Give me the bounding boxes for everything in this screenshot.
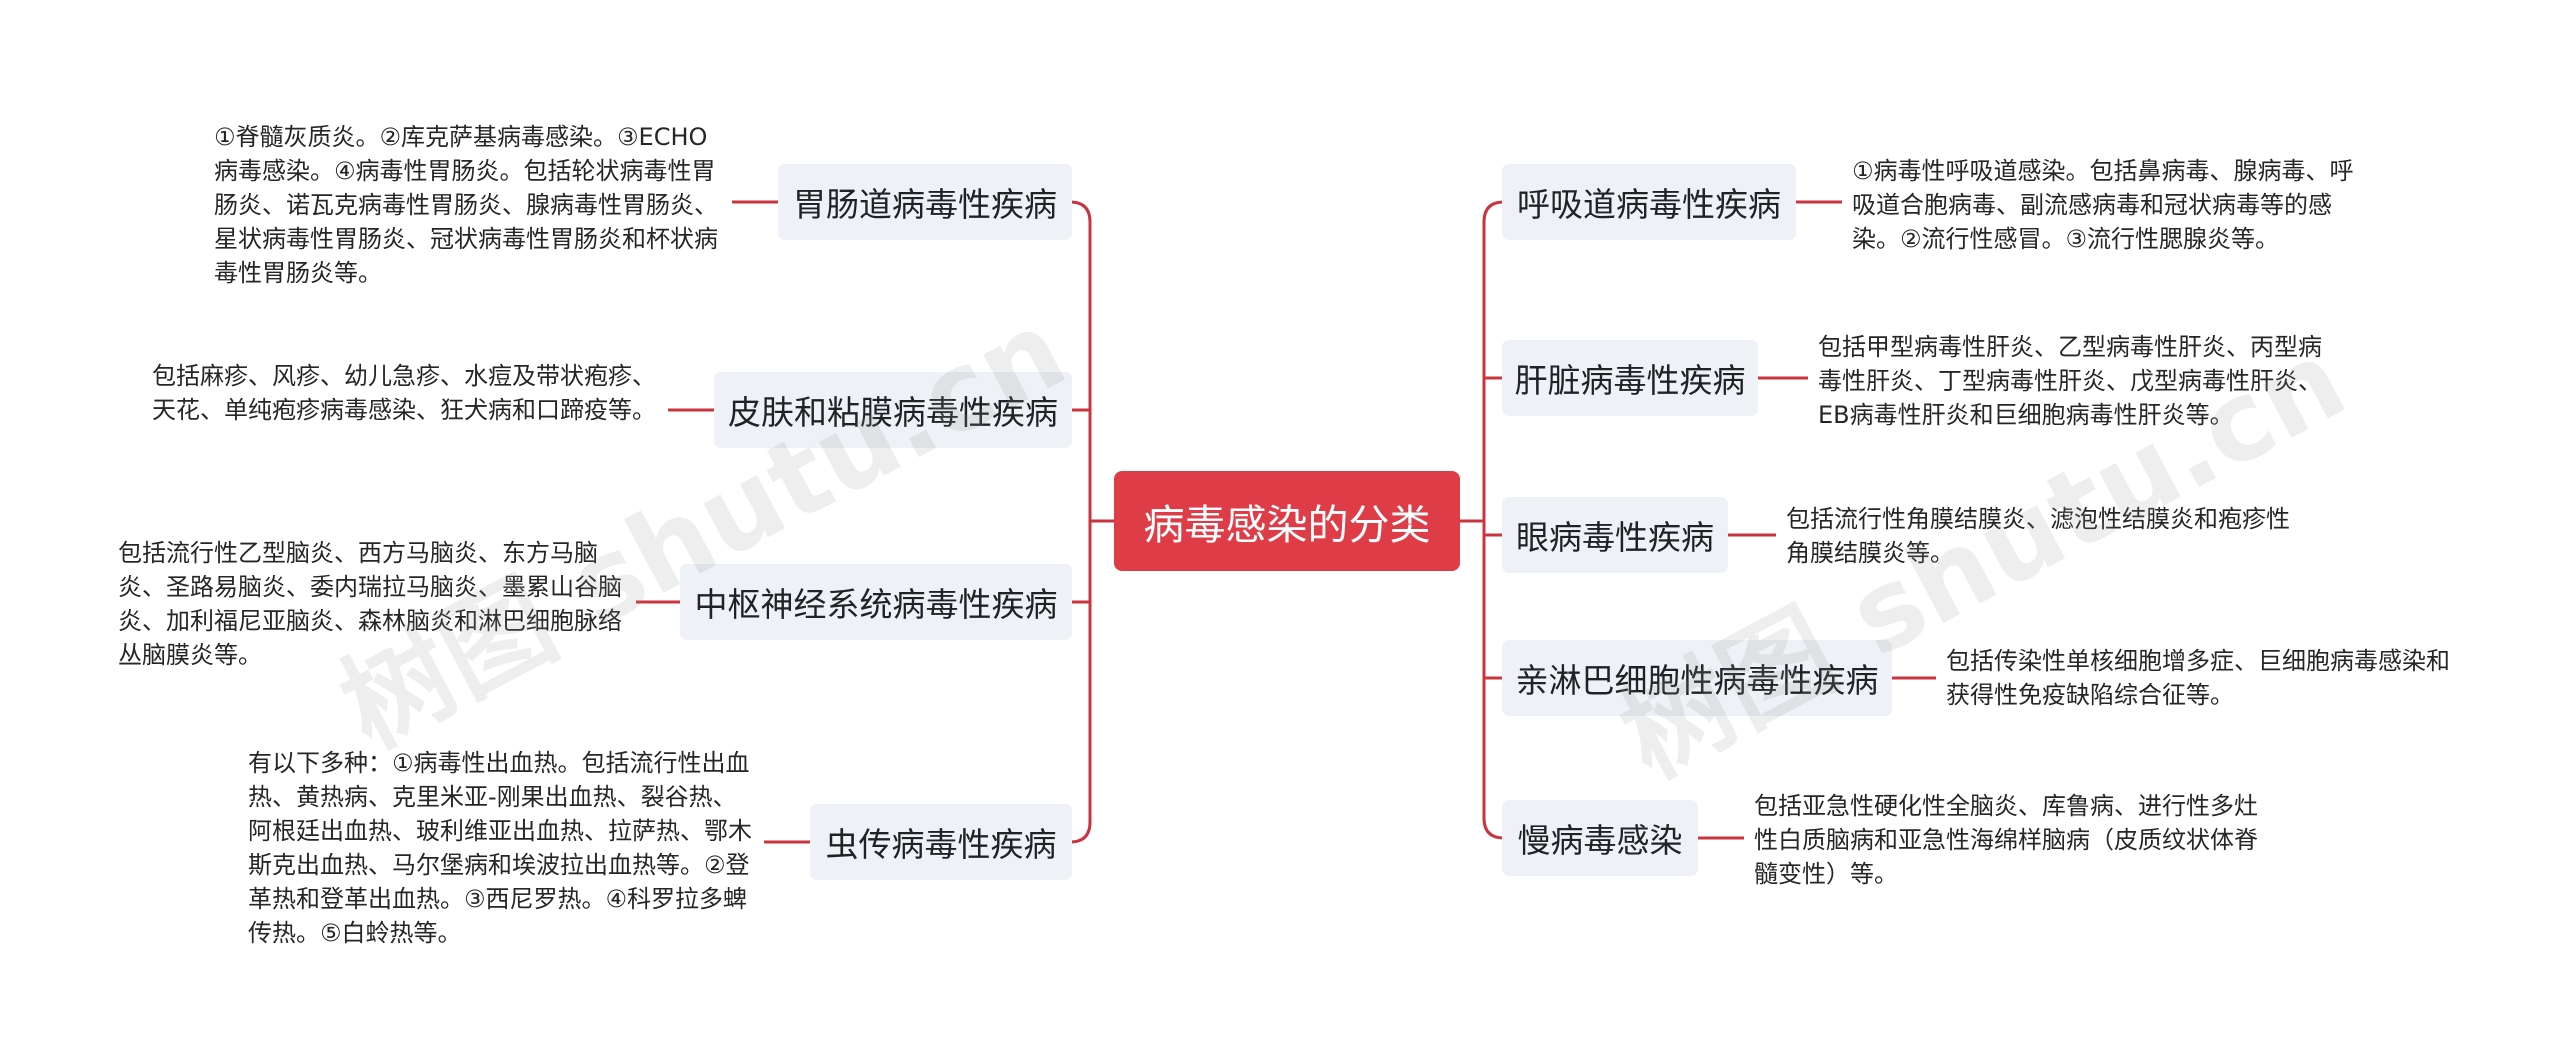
leaf-arbovirus: 有以下多种：①病毒性出血热。包括流行性出血热、黄热病、克里米亚-刚果出血热、裂谷…: [248, 749, 752, 947]
branch-skin-mucosa[interactable]: 皮肤和粘膜病毒性疾病: [714, 372, 1072, 448]
right-curve-0: [1482, 200, 1505, 223]
branch-eye[interactable]: 眼病毒性疾病: [1502, 497, 1728, 573]
branch-gastrointestinal[interactable]: 胃肠道病毒性疾病: [778, 164, 1072, 240]
leaf-skin-mucosa: 包括麻疹、风疹、幼儿急疹、水痘及带状疱疹、天花、单纯疱疹病毒感染、狂犬病和口蹄疫…: [152, 362, 656, 424]
branch-cns[interactable]: 中枢神经系统病毒性疾病: [680, 564, 1072, 640]
leaf-respiratory: ①病毒性呼吸道感染。包括鼻病毒、腺病毒、呼吸道合胞病毒、副流感病毒和冠状病毒等的…: [1852, 157, 2354, 253]
root-topic[interactable]: 病毒感染的分类: [1114, 471, 1460, 571]
branch-lymphotropic[interactable]: 亲淋巴细胞性病毒性疾病: [1502, 640, 1892, 716]
branch-respiratory[interactable]: 呼吸道病毒性疾病: [1502, 164, 1796, 240]
leaf-cns: 包括流行性乙型脑炎、西方马脑炎、东方马脑炎、圣路易脑炎、委内瑞拉马脑炎、墨累山谷…: [118, 539, 622, 669]
left-curve-3: [1069, 821, 1092, 844]
leaf-eye: 包括流行性角膜结膜炎、滤泡性结膜炎和疱疹性角膜结膜炎等。: [1786, 505, 2290, 567]
branch-arbovirus[interactable]: 虫传病毒性疾病: [810, 804, 1072, 880]
branch-liver[interactable]: 肝脏病毒性疾病: [1502, 340, 1758, 416]
leaf-gastrointestinal: ①脊髓灰质炎。②库克萨基病毒感染。③ECHO病毒感染。④病毒性胃肠炎。包括轮状病…: [214, 123, 718, 287]
leaf-lymphotropic: 包括传染性单核细胞增多症、巨细胞病毒感染和获得性免疫缺陷综合征等。: [1946, 647, 2450, 709]
branch-slow-virus[interactable]: 慢病毒感染: [1502, 800, 1698, 876]
leaf-slow-virus: 包括亚急性硬化性全脑炎、库鲁病、进行性多灶性白质脑病和亚急性海绵样脑病（皮质纹状…: [1754, 792, 2258, 888]
left-curve-0: [1069, 200, 1092, 223]
right-curve-4: [1482, 817, 1505, 840]
leaf-liver: 包括甲型病毒性肝炎、乙型病毒性肝炎、丙型病毒性肝炎、丁型病毒性肝炎、戊型病毒性肝…: [1818, 333, 2322, 429]
